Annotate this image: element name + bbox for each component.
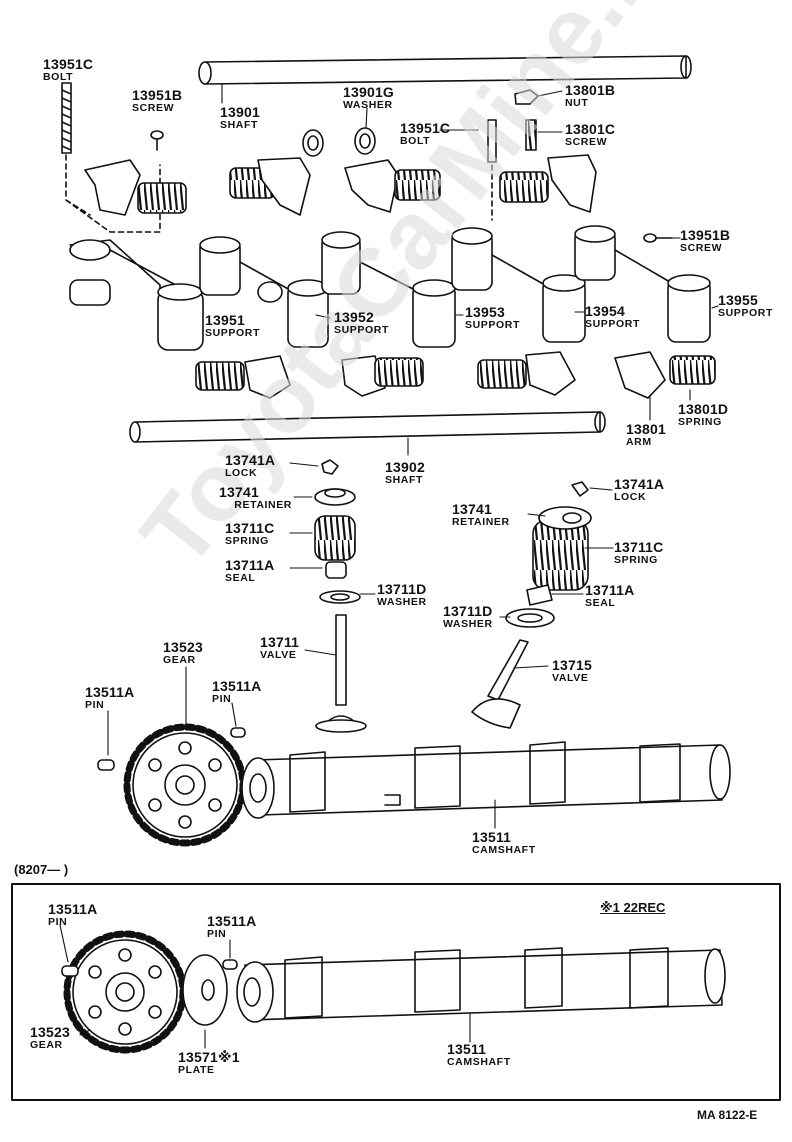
camshaft-upper xyxy=(241,741,731,819)
upper-rocker-shaft xyxy=(198,55,692,85)
bolt-13951c-left xyxy=(61,82,161,233)
box-note: ※1 22REC xyxy=(600,900,666,915)
footer-code: MA 8122-E xyxy=(697,1108,758,1122)
screw-13951b-top xyxy=(150,130,164,151)
upper-rocker-arms xyxy=(84,154,597,216)
washers-13901g xyxy=(302,127,376,157)
box-range: (8207— ) xyxy=(14,862,69,877)
pins-upper xyxy=(97,727,246,771)
rocker-supports xyxy=(69,225,711,351)
leader-lines xyxy=(59,83,719,1049)
lower-rocker-arms xyxy=(195,351,716,399)
screw-13951b-right xyxy=(643,233,673,243)
cam-gear-lower xyxy=(63,930,187,1054)
camshaft-lower xyxy=(236,947,726,1023)
pins-lower xyxy=(61,959,238,977)
valve-assembly-right xyxy=(471,481,592,729)
plate-13571 xyxy=(182,954,228,1026)
variant-box xyxy=(11,883,781,1101)
nut-screw-13801 xyxy=(487,89,539,221)
valve-assembly-left xyxy=(314,459,367,733)
lower-rocker-shaft xyxy=(129,411,606,443)
cam-gear-upper xyxy=(123,723,247,847)
